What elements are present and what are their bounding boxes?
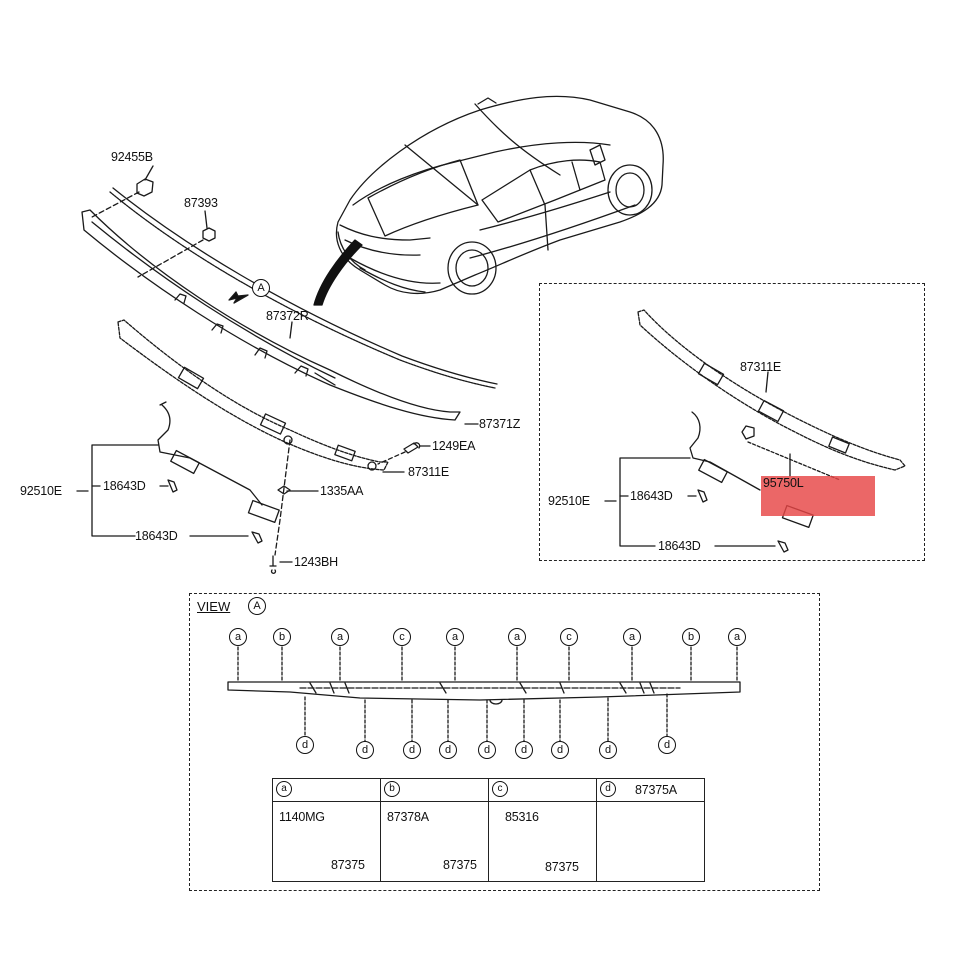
clip-92455B-drawing — [136, 178, 154, 197]
callout-top-b: b — [273, 628, 291, 646]
clip-1335AA-drawing — [277, 485, 291, 495]
view-a-panel — [189, 593, 820, 891]
inset-panel — [539, 283, 925, 561]
inset-label-18643D-upper[interactable]: 18643D — [630, 489, 673, 503]
legend-cell-c-header: c — [489, 779, 596, 802]
legend-key-d: d — [600, 781, 616, 797]
legend-a-part[interactable]: 1140MG — [279, 810, 325, 824]
part-87311E-drawing — [117, 319, 389, 471]
clip-87393-drawing — [202, 227, 216, 242]
legend-c-sub[interactable]: 87375 — [545, 860, 579, 874]
inset-label-92510E[interactable]: 92510E — [548, 494, 590, 508]
legend-key-a: a — [276, 781, 292, 797]
legend-key-b: b — [384, 781, 400, 797]
callout-top-a: a — [229, 628, 247, 646]
legend-cell-b-header: b — [381, 779, 488, 802]
inset-drawing — [637, 309, 906, 529]
callout-top-a: a — [331, 628, 349, 646]
label-87372R[interactable]: 87372R — [266, 309, 309, 323]
label-1249EA[interactable]: 1249EA — [432, 439, 476, 453]
inset-label-87311E[interactable]: 87311E — [740, 360, 781, 374]
callout-top-a: a — [728, 628, 746, 646]
view-arrow — [228, 291, 249, 304]
view-a-title-marker: A — [248, 597, 266, 615]
inset-label-18643D-lower[interactable]: 18643D — [658, 539, 701, 553]
screw-1249EA-drawing — [403, 442, 421, 454]
label-87371Z[interactable]: 87371Z — [479, 417, 521, 431]
callout-bottom-d: d — [356, 741, 374, 759]
part-87371Z-drawing — [81, 209, 461, 421]
callout-top-b: b — [682, 628, 700, 646]
pointer-arrow — [313, 239, 363, 306]
callout-bottom-d: d — [515, 741, 533, 759]
car-illustration — [335, 95, 664, 295]
view-a-title-text: VIEW — [197, 599, 231, 614]
view-a-bottom-leaders — [304, 693, 668, 742]
legend-cell-a-header: a — [273, 779, 380, 802]
callout-top-a: a — [623, 628, 641, 646]
legend-b-part[interactable]: 87378A — [387, 810, 429, 824]
view-a-drawing — [227, 681, 741, 705]
legend-cell-c: c 85316 87375 — [488, 778, 597, 882]
callout-top-a: a — [508, 628, 526, 646]
callout-bottom-d: d — [478, 741, 496, 759]
label-18643D-lower[interactable]: 18643D — [135, 529, 178, 543]
callout-top-a: a — [446, 628, 464, 646]
view-a-title: VIEW — [197, 599, 230, 614]
callout-bottom-d: d — [403, 741, 421, 759]
callout-bottom-d: d — [658, 736, 676, 754]
legend-d-part[interactable]: 87375A — [635, 783, 677, 797]
view-a-marker: A — [252, 279, 270, 297]
part-87372R-drawing — [109, 187, 498, 389]
legend-b-sub[interactable]: 87375 — [443, 858, 477, 872]
callout-bottom-d: d — [439, 741, 457, 759]
part-92510E-drawing — [157, 401, 280, 524]
callout-top-c: c — [393, 628, 411, 646]
callout-top-c: c — [560, 628, 578, 646]
label-92455B[interactable]: 92455B — [111, 150, 153, 164]
legend-c-part[interactable]: 85316 — [505, 810, 539, 824]
legend-cell-b: b 87378A 87375 — [380, 778, 489, 882]
label-1243BH[interactable]: 1243BH — [294, 555, 338, 569]
label-87311E[interactable]: 87311E — [408, 465, 449, 479]
label-1335AA[interactable]: 1335AA — [320, 484, 364, 498]
label-92510E[interactable]: 92510E — [20, 484, 62, 498]
inset-label-95750L[interactable]: 95750L — [763, 476, 804, 490]
callout-bottom-d: d — [599, 741, 617, 759]
legend-a-sub[interactable]: 87375 — [331, 858, 365, 872]
screw-1243BH-drawing — [269, 555, 277, 574]
label-18643D-upper[interactable]: 18643D — [103, 479, 146, 493]
legend-key-c: c — [492, 781, 508, 797]
callout-bottom-d: d — [296, 736, 314, 754]
legend-cell-d: d 87375A — [596, 778, 705, 882]
view-a-top-leaders — [237, 646, 738, 683]
legend-cell-a: a 1140MG 87375 — [272, 778, 381, 882]
highlighted-part-95750L[interactable] — [761, 476, 875, 516]
legend-cell-d-header: d 87375A — [597, 779, 704, 802]
label-87393[interactable]: 87393 — [184, 196, 218, 210]
callout-bottom-d: d — [551, 741, 569, 759]
